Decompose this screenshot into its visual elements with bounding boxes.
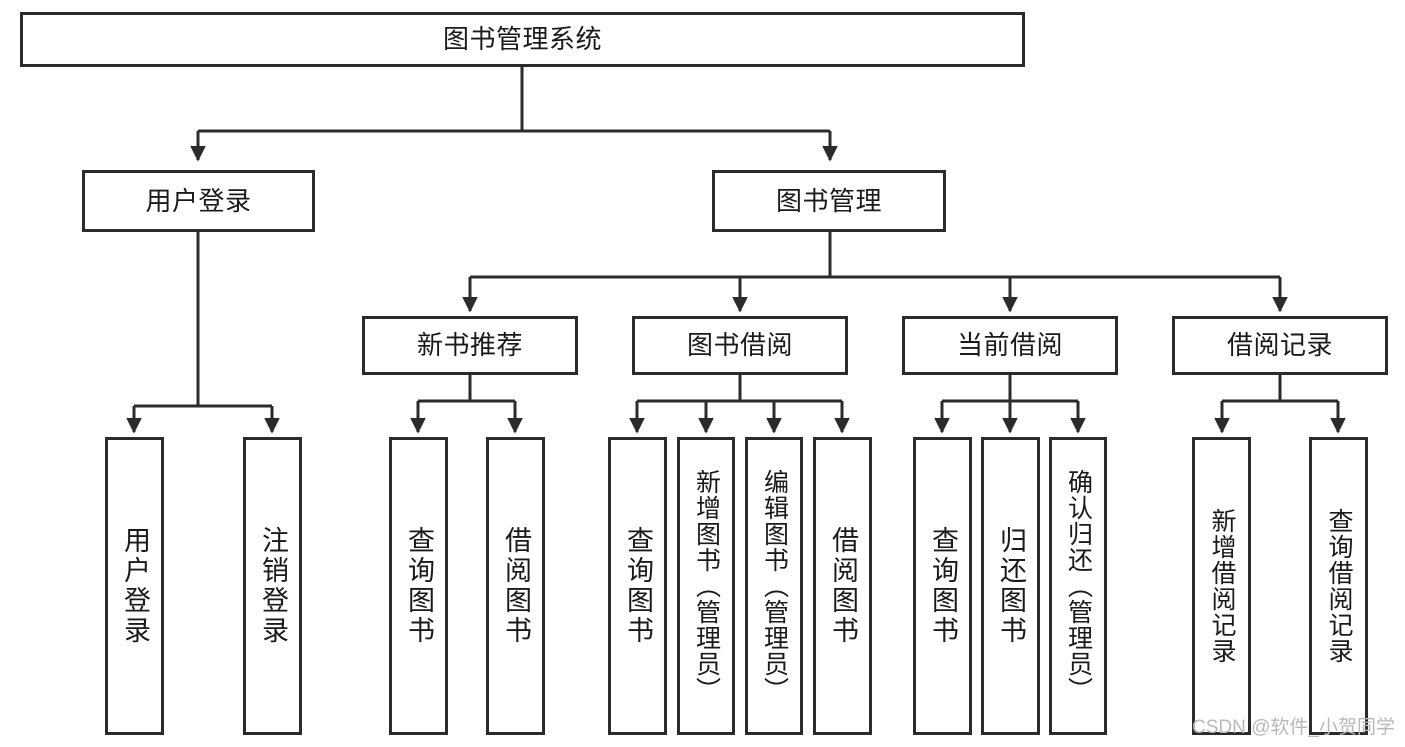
- node-leaf-query-book-2-label: 查询图书: [623, 526, 653, 646]
- node-leaf-add-record[interactable]: 新增借阅记录: [1192, 437, 1251, 735]
- node-new-book-rec-label: 新书推荐: [416, 330, 523, 361]
- node-leaf-confirm-return[interactable]: 确认归还（管理员）: [1049, 437, 1107, 735]
- node-borrow-record-label: 借阅记录: [1226, 330, 1333, 361]
- node-book-manage[interactable]: 图书管理: [712, 170, 946, 232]
- node-leaf-query-book-2[interactable]: 查询图书: [608, 437, 667, 735]
- node-borrow-record[interactable]: 借阅记录: [1172, 316, 1388, 375]
- node-leaf-query-book-3-label: 查询图书: [928, 526, 958, 646]
- node-leaf-edit-book-label: 编辑图书（管理员）: [760, 469, 789, 703]
- node-leaf-query-book-1[interactable]: 查询图书: [389, 437, 448, 735]
- node-leaf-confirm-return-label: 确认归还（管理员）: [1064, 469, 1093, 703]
- node-new-book-rec[interactable]: 新书推荐: [362, 316, 578, 375]
- node-leaf-query-book-1-label: 查询图书: [404, 526, 434, 646]
- node-leaf-borrow-book-1-label: 借阅图书: [501, 526, 531, 646]
- node-leaf-return-book[interactable]: 归还图书: [981, 437, 1040, 735]
- node-leaf-query-book-3[interactable]: 查询图书: [913, 437, 972, 735]
- node-leaf-add-record-label: 新增借阅记录: [1208, 508, 1236, 664]
- node-book-borrow-label: 图书借阅: [686, 330, 793, 361]
- node-leaf-user-login-label: 用户登录: [120, 526, 150, 646]
- node-leaf-user-login[interactable]: 用户登录: [105, 437, 164, 735]
- node-book-borrow[interactable]: 图书借阅: [632, 316, 848, 375]
- node-leaf-add-book[interactable]: 新增图书（管理员）: [677, 437, 735, 735]
- node-leaf-query-record-label: 查询借阅记录: [1325, 508, 1353, 664]
- node-leaf-return-book-label: 归还图书: [996, 526, 1026, 646]
- node-leaf-borrow-book-1[interactable]: 借阅图书: [486, 437, 545, 735]
- node-leaf-borrow-book-2-label: 借阅图书: [828, 526, 858, 646]
- node-user-login[interactable]: 用户登录: [82, 170, 315, 232]
- node-root[interactable]: 图书管理系统: [20, 12, 1025, 67]
- node-leaf-logout[interactable]: 注销登录: [243, 437, 302, 735]
- node-user-login-label: 用户登录: [145, 185, 252, 216]
- node-root-label: 图书管理系统: [442, 24, 602, 55]
- node-leaf-borrow-book-2[interactable]: 借阅图书: [813, 437, 872, 735]
- node-book-manage-label: 图书管理: [775, 185, 882, 216]
- node-current-borrow-label: 当前借阅: [956, 330, 1063, 361]
- node-leaf-logout-label: 注销登录: [258, 526, 288, 646]
- node-leaf-edit-book[interactable]: 编辑图书（管理员）: [745, 437, 803, 735]
- csdn-watermark: CSDN @软件_小贺同学: [1192, 717, 1395, 738]
- node-leaf-add-book-label: 新增图书（管理员）: [692, 469, 721, 703]
- node-current-borrow[interactable]: 当前借阅: [902, 316, 1118, 375]
- node-leaf-query-record[interactable]: 查询借阅记录: [1309, 437, 1368, 735]
